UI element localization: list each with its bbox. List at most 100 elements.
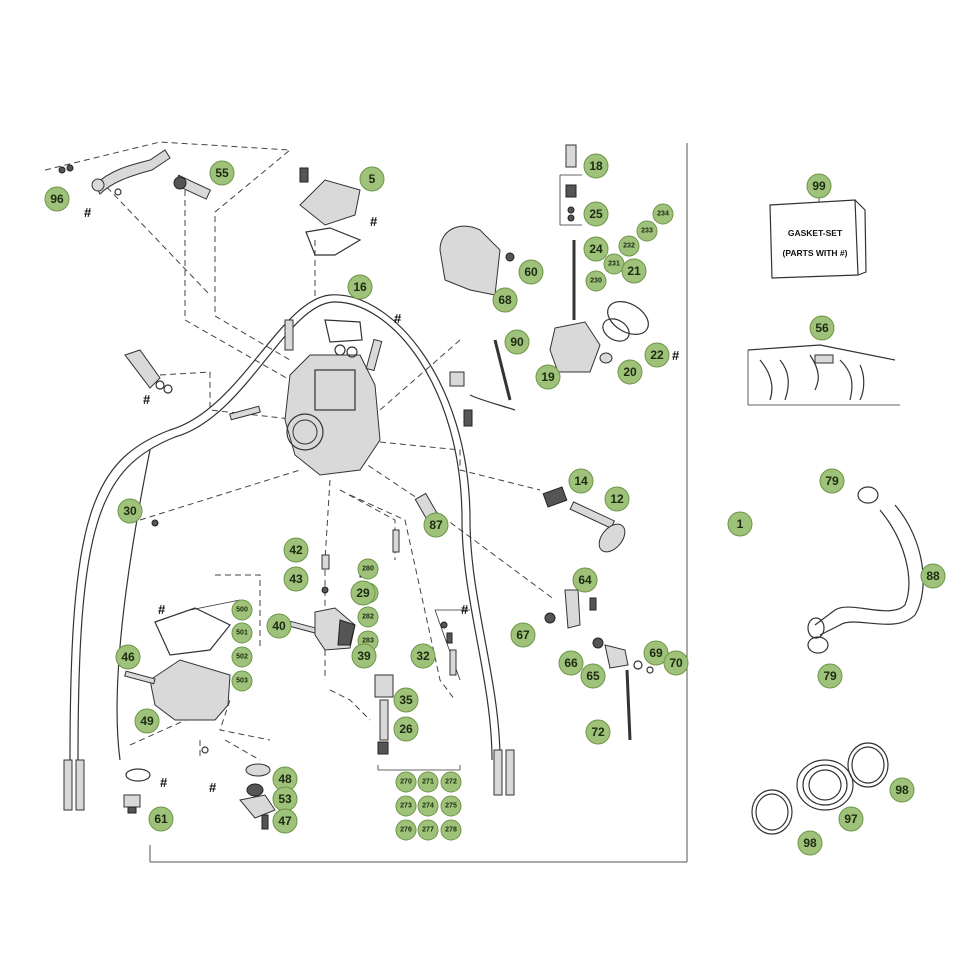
throttle-stop-screw (449, 339, 516, 427)
callout-16: 16 (347, 274, 373, 300)
callout-label: 96 (50, 192, 64, 206)
callout-90: 90 (504, 329, 530, 355)
callout-bubble (440, 795, 462, 817)
callout-bubble (572, 567, 598, 593)
callout-60: 60 (518, 259, 544, 285)
callout-1: 1 (727, 511, 753, 537)
callout-label: 280 (362, 566, 374, 573)
callout-21: 21 (621, 258, 647, 284)
fuel-inlet-fitting (124, 349, 261, 421)
callout-label: 39 (357, 649, 371, 663)
callout-label: 61 (154, 812, 168, 826)
callout-79: 79 (819, 468, 845, 494)
callout-98b: 98 (797, 830, 823, 856)
callout-label: 503 (236, 678, 248, 685)
pump-cover-assembly (549, 301, 649, 373)
callout-bubble (652, 203, 674, 225)
callout-bubble (817, 663, 843, 689)
gasket-set-title: GASKET-SET (788, 228, 843, 238)
callout-label: 278 (445, 827, 457, 834)
callout-label: 29 (356, 586, 370, 600)
callout-96: 96 (44, 186, 70, 212)
callout-bubble (423, 512, 449, 538)
callout-bubble (393, 716, 419, 742)
callout-bubble (920, 563, 946, 589)
callout-276: 276 (395, 819, 417, 841)
callout-79b: 79 (817, 663, 843, 689)
choke-lever-assembly (58, 149, 171, 196)
callout-label: 97 (844, 812, 858, 826)
callout-label: 46 (121, 650, 135, 664)
callout-bubble (604, 486, 630, 512)
callout-bubble (393, 687, 419, 713)
callout-bubble (806, 173, 832, 199)
callout-bubble (585, 719, 611, 745)
callout-bubble (148, 806, 174, 832)
callout-bubble (440, 771, 462, 793)
callout-label: 90 (510, 335, 524, 349)
hash-mark: # (143, 392, 151, 407)
callout-label: 12 (610, 492, 624, 506)
callout-bubble (568, 468, 594, 494)
callout-18: 18 (583, 153, 609, 179)
callout-label: 32 (416, 649, 430, 663)
callout-label: 68 (498, 293, 512, 307)
throttle-shaft (542, 486, 626, 553)
callout-bubble (663, 650, 689, 676)
callout-label: 40 (272, 619, 286, 633)
callout-232: 232 (618, 235, 640, 257)
drain-plug (123, 768, 151, 814)
callout-500: 500 (231, 599, 253, 621)
callout-68: 68 (492, 287, 518, 313)
callout-bubble (583, 153, 609, 179)
callout-277: 277 (417, 819, 439, 841)
callout-65: 65 (580, 663, 606, 689)
pilot-screw (151, 519, 159, 527)
callout-64: 64 (572, 567, 598, 593)
callout-26: 26 (393, 716, 419, 742)
callout-label: 271 (422, 779, 434, 786)
callout-bubble (134, 708, 160, 734)
callout-87: 87 (423, 512, 449, 538)
callout-29: 29 (350, 580, 376, 606)
callout-22: 22 (644, 342, 670, 368)
callout-label: 1 (737, 517, 744, 531)
callout-label: 79 (825, 474, 839, 488)
starter-plunger (173, 174, 212, 200)
callout-69: 69 (643, 640, 669, 666)
callout-19: 19 (535, 364, 561, 390)
callout-53: 53 (272, 786, 298, 812)
callout-502: 502 (231, 646, 253, 668)
callout-label: 60 (524, 265, 538, 279)
gasket-hash-marks: ######### (84, 205, 680, 795)
hash-mark: # (394, 311, 402, 326)
hash-mark: # (160, 775, 168, 790)
callout-14: 14 (568, 468, 594, 494)
callout-label: 5 (369, 172, 376, 186)
callout-bubble (350, 580, 376, 606)
callout-bubble (583, 236, 609, 262)
callout-label: 22 (650, 348, 664, 362)
callout-272: 272 (440, 771, 462, 793)
callout-label: 232 (623, 243, 635, 250)
callout-label: 283 (362, 638, 374, 645)
callout-99: 99 (806, 173, 832, 199)
hash-mark: # (370, 214, 378, 229)
leak-jet (434, 609, 470, 681)
callout-42: 42 (283, 537, 309, 563)
callout-label: 65 (586, 669, 600, 683)
callout-label: 30 (123, 504, 137, 518)
callout-67: 67 (510, 622, 536, 648)
callout-280: 280 (357, 558, 379, 580)
callout-bubble (585, 270, 607, 292)
callout-label: 67 (516, 628, 530, 642)
callout-56: 56 (809, 315, 835, 341)
callout-bubble (115, 644, 141, 670)
callout-label: 501 (236, 630, 248, 637)
callout-282: 282 (357, 606, 379, 628)
callout-bubble (643, 640, 669, 666)
callout-label: 270 (400, 779, 412, 786)
callout-label: 273 (400, 803, 412, 810)
callout-30: 30 (117, 498, 143, 524)
